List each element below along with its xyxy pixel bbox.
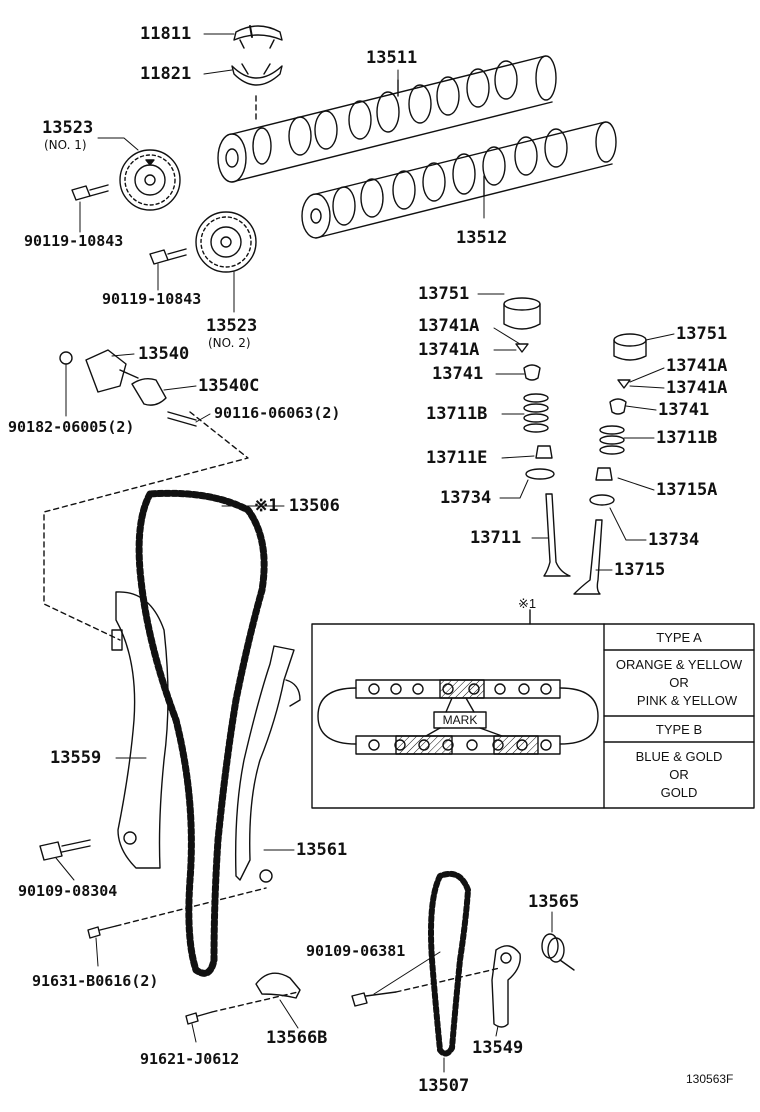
chain-tensioner-arm [491,945,521,1028]
chain-guide-small [255,972,301,999]
spring-retainer-a [523,364,541,381]
label-13559: 13559 [50,748,102,768]
label-13715: 13715 [614,560,666,580]
leader-dashed-5 [43,411,249,641]
label-90182: 90182-06005(2) [8,418,135,436]
label-91621: 91621-J0612 [140,1050,240,1068]
camshaft-bearing-upper [233,25,283,49]
bolt-90109-08304 [39,839,91,861]
type-b-heading: TYPE B [655,722,703,737]
camshaft-bearing-lower [231,63,283,86]
label-13549: 13549 [472,1038,524,1058]
oil-pump-chain [428,870,471,1057]
label-90116: 90116-06063(2) [214,404,341,422]
label-13523-no1-sub: (NO. 1) [44,138,87,152]
label-13711b-a: 13711B [426,404,488,424]
camshaft-sprocket-no2 [195,211,257,273]
bolt-91631 [87,925,117,939]
leader-dashed-3 [211,991,299,1013]
spring-seat-a [525,468,555,480]
label-13711e: 13711E [426,448,488,468]
label-90119-a: 90119-10843 [24,232,124,250]
leader-lines [55,33,675,1073]
label-13751-a: 13751 [418,284,470,304]
spring-retainer-b [609,398,627,415]
chain-tensioner [59,349,139,393]
label-13540: 13540 [138,344,190,364]
bolt-90119-b [149,248,187,265]
spring-seat-b [589,494,615,506]
label-13715a: 13715A [656,480,718,500]
camshaft-sprocket-no1 [119,149,181,211]
type-b-line3: GOLD [660,785,698,800]
type-a-line3: PINK & YELLOW [636,693,738,708]
bolt-91621 [185,1011,213,1025]
label-13561: 13561 [296,840,348,860]
type-a-heading: TYPE A [656,630,702,645]
mark-label: MARK [442,713,478,727]
valve-spring-a [523,393,549,433]
type-b-line1: BLUE & GOLD [635,749,723,764]
label-13741a-4: 13741A [666,378,728,398]
camshaft-exhaust [301,121,617,239]
camshaft-intake [217,55,557,183]
valve-lifter-b [613,333,647,361]
bolt-90119-a [71,184,109,201]
type-a-line2: OR [669,675,689,690]
valve-spring-b [599,425,625,455]
label-13734-b: 13734 [648,530,700,550]
label-13506: ※1 13506 [254,496,340,516]
label-13741a-2: 13741A [418,340,480,360]
label-91631: 91631-B0616(2) [32,972,159,990]
type-a-line1: ORANGE & YELLOW [615,657,743,672]
valve-stem-seal-a [535,445,553,459]
label-13523-no2: 13523 [206,316,258,336]
label-11821: 11821 [140,64,192,84]
label-11811: 11811 [140,24,192,44]
label-13711b-b: 13711B [656,428,718,448]
stud-bolt [167,411,197,427]
label-13734-a: 13734 [440,488,492,508]
label-13507: 13507 [418,1076,470,1096]
label-13523-no1: 13523 [42,118,94,138]
tensioner-spring [541,933,575,971]
label-13511: 13511 [366,48,418,68]
valve-keeper-b [617,379,631,389]
chain-slipper-right [234,645,301,883]
label-13741-a: 13741 [432,364,484,384]
label-90119-b: 90119-10843 [102,290,202,308]
timing-chain [135,489,268,977]
label-13711: 13711 [470,528,522,548]
inset-chain-mark-detail [311,609,755,809]
bolt-90109-06381 [351,991,397,1007]
label-13741-b: 13741 [658,400,710,420]
reference-code: 130563F [686,1072,734,1086]
valve-keeper-a [515,343,529,353]
label-13540c: 13540C [198,376,260,396]
leader-dashed-2 [115,887,267,927]
type-b-line2: OR [669,767,689,782]
label-90109-06381: 90109-06381 [306,942,406,960]
label-13751-b: 13751 [676,324,728,344]
label-90109-08304: 90109-08304 [18,882,118,900]
tensioner-gasket [131,377,167,406]
leader-dashed-4 [395,967,501,993]
intake-valve [543,493,571,577]
valve-stem-seal-b [595,467,613,481]
label-13523-no2-sub: (NO. 2) [208,336,251,350]
label-13566b: 13566B [266,1028,328,1048]
label-13512: 13512 [456,228,508,248]
label-13741a-1: 13741A [418,316,480,336]
inset-marker: ※1 [518,596,537,611]
valve-lifter-a [503,297,541,330]
chain-guide-left [111,591,169,869]
label-13565: 13565 [528,892,580,912]
exhaust-valve [573,519,603,595]
label-13741a-3: 13741A [666,356,728,376]
